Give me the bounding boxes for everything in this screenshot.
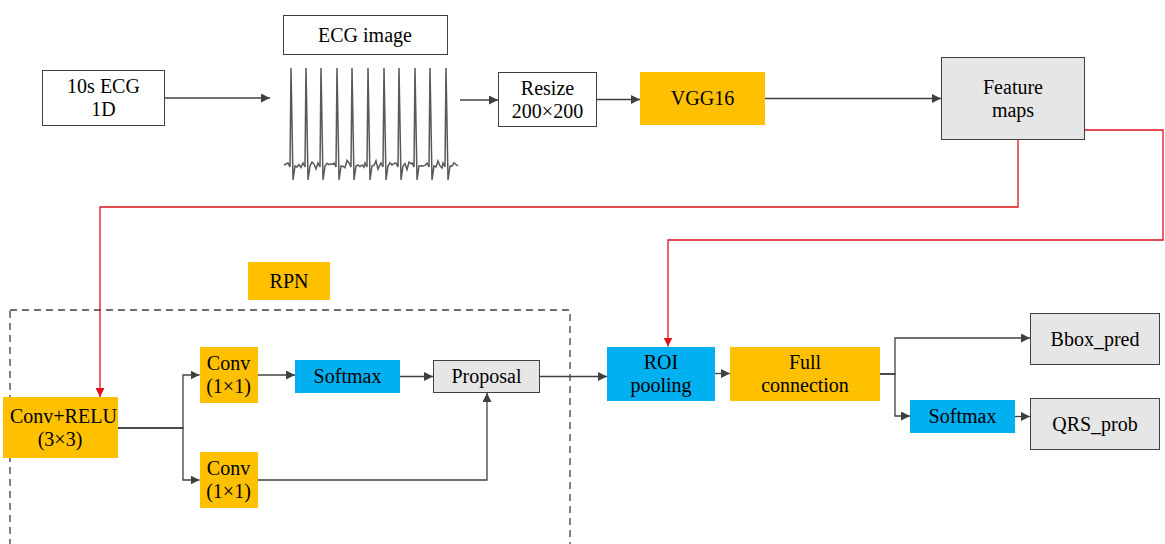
output-box: QRS_prob (1030, 398, 1160, 450)
connector-arrow (880, 374, 910, 416)
process-box: Resize 200×200 (498, 72, 597, 127)
connector-arrow (258, 374, 296, 375)
connector-arrow (460, 99, 498, 100)
node-text: Softmax (929, 405, 997, 428)
layer-box: Conv (1×1) (200, 452, 258, 508)
node-text: RPN (270, 270, 309, 293)
node-text: 10s ECG 1D (59, 75, 149, 121)
image-block: ECG image (270, 15, 460, 185)
node-text: ECG image (283, 15, 448, 55)
connector-arrow (715, 373, 730, 374)
connector-arrow (400, 376, 433, 377)
network-box: VGG16 (640, 72, 765, 125)
layer-box: Conv+RELU (3×3) (3, 397, 118, 458)
layer-box: Full connection (730, 347, 880, 401)
node-text: Feature maps (968, 76, 1058, 122)
connector-arrow (880, 338, 1030, 374)
connector-arrow (165, 97, 270, 98)
node-text: Softmax (314, 365, 382, 388)
softmax-box: Softmax (295, 360, 400, 393)
ecg-waveform (284, 68, 458, 180)
softmax-box: Softmax (910, 400, 1015, 433)
node-text: Conv (1×1) (204, 457, 254, 503)
node-text: Conv+RELU (3×3) (10, 405, 110, 451)
output-box: Bbox_pred (1030, 313, 1160, 365)
connector-arrow (1015, 416, 1030, 417)
node-text: ROI pooling (626, 351, 696, 397)
group-label: RPN (248, 262, 330, 300)
connector-arrow (258, 393, 488, 480)
node-text: QRS_prob (1052, 413, 1138, 436)
pooling-box: ROI pooling (607, 347, 715, 401)
node-text: VGG16 (671, 87, 734, 110)
data-box: Feature maps (941, 57, 1085, 140)
connector-arrow (765, 98, 941, 99)
data-box: Proposal (433, 360, 540, 393)
node-text: Full connection (755, 351, 855, 397)
layer-box: Conv (1×1) (200, 347, 258, 403)
input-box: 10s ECG 1D (42, 70, 165, 126)
connector-arrow (118, 375, 200, 428)
ecg-trace (284, 68, 458, 180)
node-text: Resize 200×200 (505, 77, 590, 123)
node-text: Conv (1×1) (204, 352, 254, 398)
connector-arrow (597, 99, 640, 100)
connector-arrow (118, 428, 200, 480)
node-text: Bbox_pred (1051, 328, 1140, 351)
connector-arrow (100, 140, 1018, 397)
connector-arrow (540, 376, 607, 377)
node-text: Proposal (452, 365, 522, 388)
